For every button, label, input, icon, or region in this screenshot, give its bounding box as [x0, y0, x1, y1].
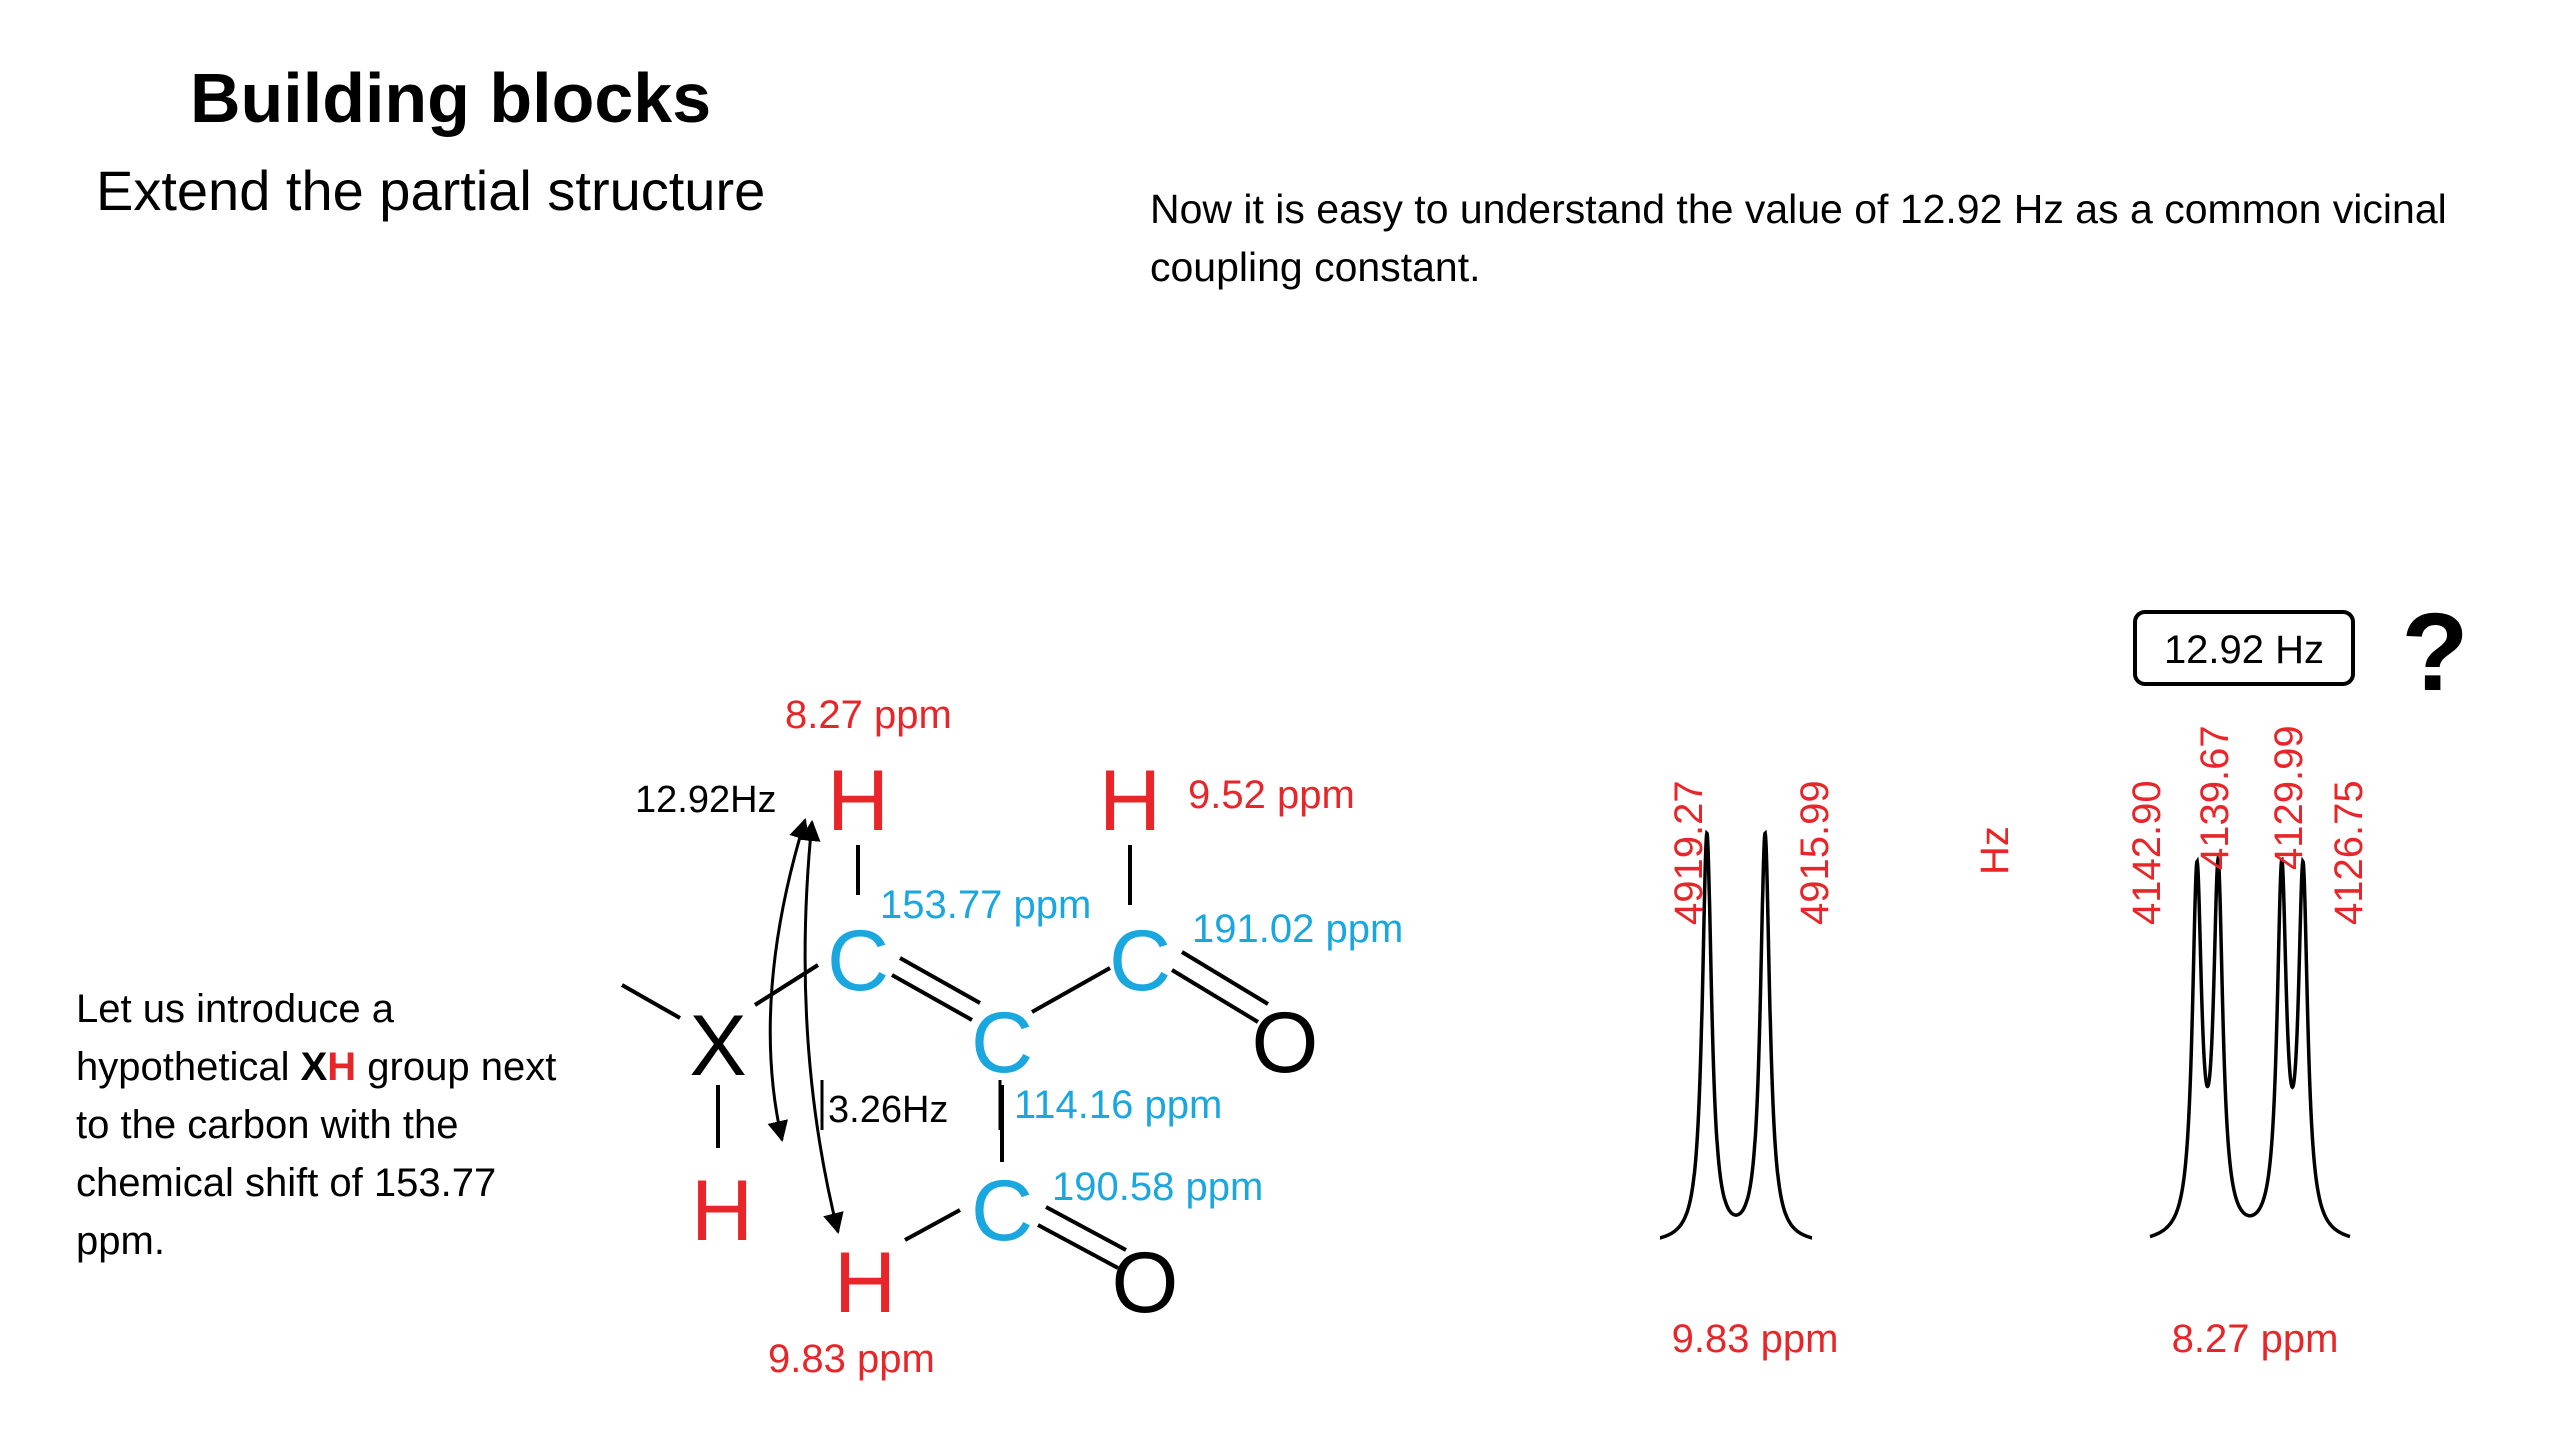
atom-c1: C	[827, 913, 889, 1009]
shift-c3: 114.16 ppm	[1014, 1083, 1222, 1127]
dd-peak-label-4: 4126.75	[2327, 780, 2371, 925]
coupling-label-long-range: 3.26Hz	[828, 1089, 948, 1131]
spectrum-dd-trace	[2149, 853, 2351, 1239]
shift-h3: 9.83 ppm	[768, 1337, 935, 1381]
bond-x-c1	[753, 963, 820, 1007]
bond-x-methyl	[621, 983, 681, 1020]
atom-h2: H	[1099, 753, 1161, 849]
spectrum-doublet-trace	[1659, 829, 1813, 1240]
intro-x: X	[300, 1045, 328, 1089]
shift-c2: 191.02 ppm	[1192, 907, 1403, 951]
bond-lines	[621, 845, 1270, 1270]
bond-c4-h3	[904, 1208, 961, 1242]
dd-peak-label-2: 4139.67	[2193, 725, 2237, 870]
atom-hx: H	[691, 1163, 753, 1259]
shift-c4: 190.58 ppm	[1052, 1165, 1263, 1209]
bond-c1-c3-a	[891, 973, 973, 1022]
dd-shift-label: 8.27 ppm	[2172, 1317, 2339, 1361]
atom-h1: H	[827, 753, 889, 849]
shift-h1: 8.27 ppm	[785, 693, 952, 737]
intro-h: H	[327, 1045, 357, 1089]
doublet-peak-label-1: 4919.27	[1667, 780, 1711, 925]
bond-c2-o1-b	[1180, 950, 1270, 1006]
coupling-box-label: 12.92 Hz	[2164, 628, 2324, 672]
shift-h2: 9.52 ppm	[1188, 773, 1355, 817]
explanation-text: Now it is easy to understand the value o…	[1150, 186, 2447, 290]
spectrum-axis-unit: Hz	[1973, 826, 2017, 875]
atom-o2: O	[1112, 1235, 1179, 1331]
coupling-arrow-long-range	[799, 819, 844, 1235]
bond-c1-c3-b	[899, 956, 981, 1005]
dd-peak-label-3: 4129.99	[2267, 725, 2311, 870]
bond-c4-o2-b	[1045, 1205, 1127, 1252]
dd-peak-label-1: 4142.90	[2125, 780, 2169, 925]
atom-c3: C	[971, 995, 1033, 1091]
bond-c3-c2	[1031, 966, 1111, 1014]
atom-c4: C	[971, 1163, 1033, 1259]
bond-c2-o1-a	[1170, 968, 1260, 1024]
slide-title: Building blocks	[190, 59, 712, 137]
shift-c1: 153.77 ppm	[880, 883, 1091, 927]
doublet-shift-label: 9.83 ppm	[1672, 1317, 1839, 1361]
intro-text: Let us introduce a hypothetical XH group…	[76, 980, 596, 1270]
doublet-peak-label-2: 4915.99	[1793, 780, 1837, 925]
intro-after: group next to the carbon with the chemic…	[76, 1045, 557, 1263]
bond-c4-o2-a	[1037, 1223, 1119, 1270]
atom-c2: C	[1109, 913, 1171, 1009]
coupling-label-vicinal: 12.92Hz	[635, 779, 777, 821]
atom-h3: H	[834, 1235, 896, 1331]
slide-subtitle: Extend the partial structure	[96, 159, 766, 222]
atom-o1: O	[1252, 995, 1319, 1091]
atom-x: X	[689, 998, 746, 1094]
coupling-box	[2133, 610, 2355, 686]
intro-before: Let us introduce a hypothetical	[76, 987, 394, 1089]
coupling-arrow-vicinal	[767, 817, 810, 1143]
question-mark: ?	[2401, 591, 2468, 714]
